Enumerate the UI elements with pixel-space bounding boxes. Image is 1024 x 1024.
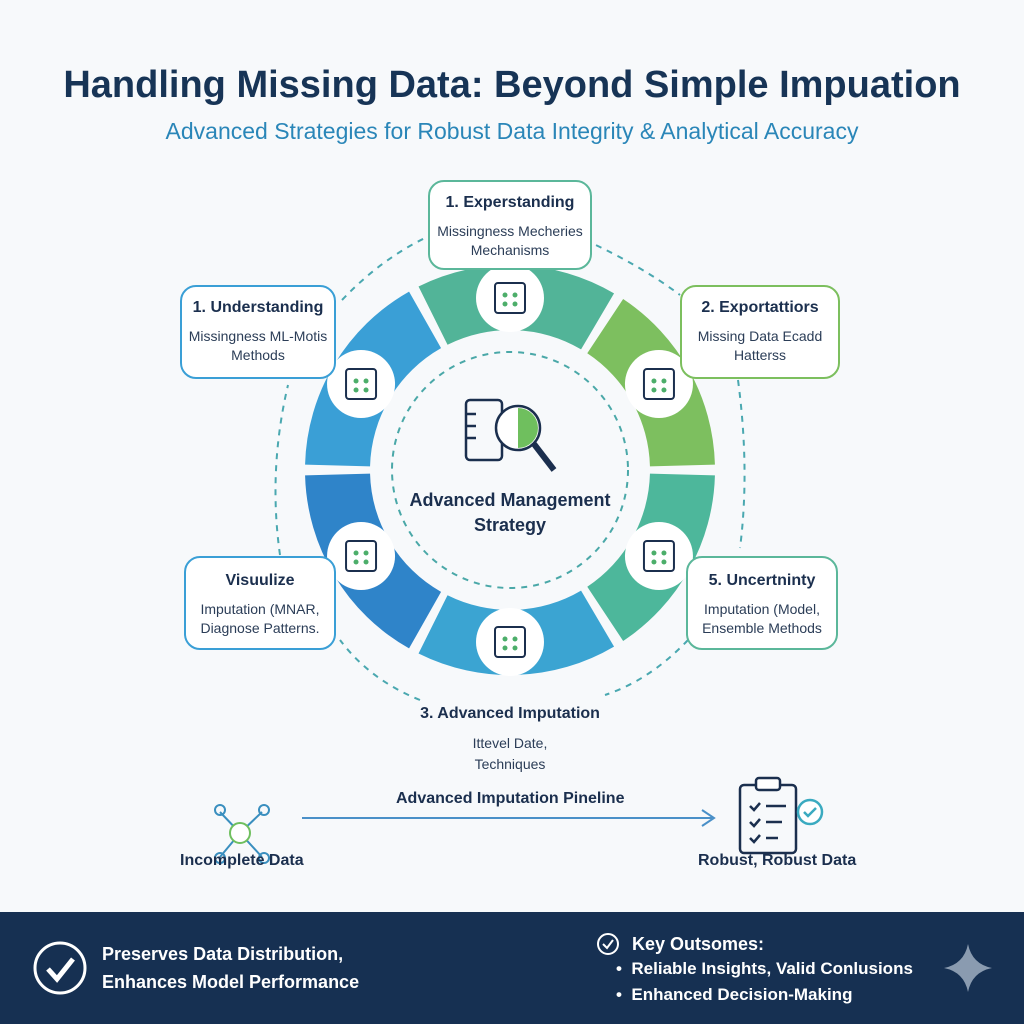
incomplete-data-label: Incomplete Data [180, 852, 304, 869]
step-title: 2. Exportattiors [701, 299, 819, 316]
page-title: Handling Missing Data: Beyond Simple Imp… [63, 64, 961, 106]
incomplete-data-network-icon [214, 804, 270, 864]
step-box-visuulize: Visuulize Imputation (MNAR,Diagnose Patt… [184, 556, 336, 650]
key-outcomes-title: Key Outsomes: [632, 934, 765, 954]
outcome-item: • Enhanced Decision-Making [616, 985, 853, 1004]
inner-dashed-circle [391, 351, 629, 589]
brain-network-icon [476, 608, 544, 676]
step-description: Imputation (MNAR,Diagnose Patterns. [200, 601, 320, 636]
robust-data-label: Robust, Robust Data [698, 852, 857, 869]
cycle-ring [214, 237, 824, 864]
sparkle-icon [944, 944, 992, 992]
data-grid-icon [476, 264, 544, 332]
center-magnifier-icon [464, 398, 557, 472]
footer-banner: Preserves Data Distribution,Enhances Mod… [0, 912, 1024, 1024]
footer-benefit: Preserves Data Distribution,Enhances Mod… [102, 944, 360, 992]
step-title: Visuulize [225, 572, 295, 589]
step-title: 1. Experstanding [445, 194, 575, 211]
bar-chart-icon [624, 522, 693, 590]
small-check-icon [597, 933, 619, 955]
clipboard-check-icon [738, 776, 824, 855]
monitor-icon [327, 522, 396, 590]
page-subtitle: Advanced Strategies for Robust Data Inte… [165, 118, 859, 144]
key-outcomes-list: • Reliable Insights, Valid Conlusions • … [616, 956, 913, 1008]
step-advanced-imputation: 3. Advanced Imputation Ittevel Date,Tech… [360, 705, 660, 775]
chart-monitor-icon [624, 350, 693, 418]
step-box-uncertninty: 5. Uncertninty Imputation (Model,Ensembl… [686, 556, 838, 650]
step-description: Ittevel Date,Techniques [472, 735, 548, 772]
outcome-item: • Reliable Insights, Valid Conlusions [616, 959, 913, 978]
pipeline-label: Advanced Imputation Pineline [396, 790, 625, 807]
connector-arrows [274, 237, 746, 701]
step-title: 3. Advanced Imputation [420, 705, 600, 722]
step-title: 1. Understanding [192, 299, 324, 316]
pipeline-arrow [302, 809, 716, 827]
step-title: 5. Uncertninty [708, 572, 816, 589]
check-circle-icon [33, 941, 87, 995]
magnifier-icon [327, 350, 396, 418]
step-description: Imputation (Model,Ensemble Methods [702, 601, 822, 636]
